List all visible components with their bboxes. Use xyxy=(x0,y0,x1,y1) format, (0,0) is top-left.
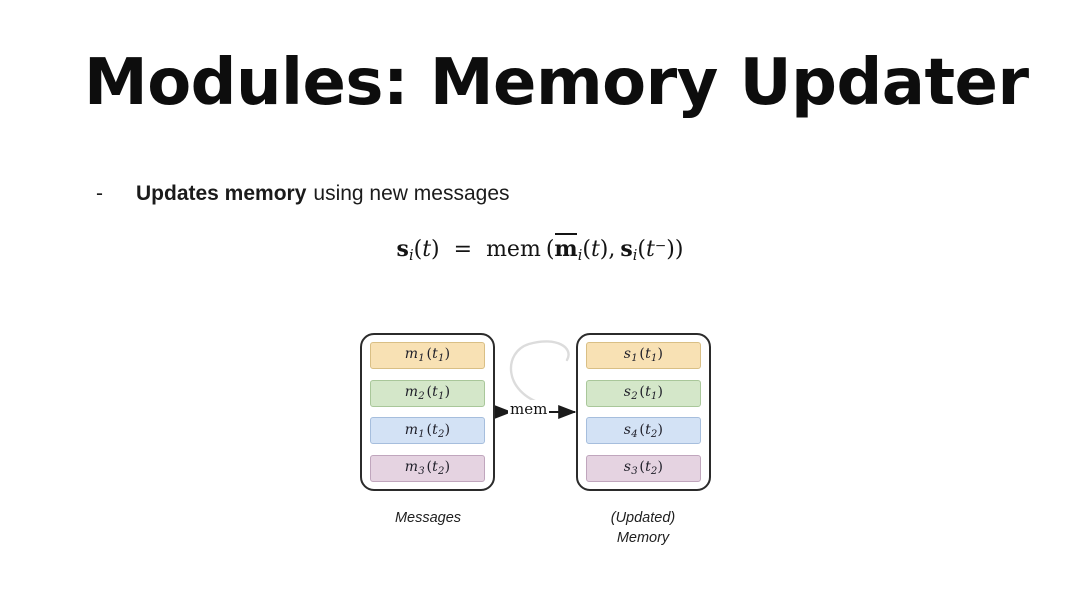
memory-chip-label-0: s1 (t1) xyxy=(623,346,664,365)
memory-chip-label-1: s2 (t1) xyxy=(623,384,664,403)
formula-lhs-arg: t xyxy=(422,237,432,262)
memory-chip-label-2: s4 (t2) xyxy=(623,421,664,440)
message-chip-label-3: m3 (t2) xyxy=(404,459,451,478)
bullet-strong-text: Updates memory xyxy=(136,182,307,205)
memory-chip[interactable]: s2 (t1) xyxy=(586,379,701,407)
formula-arg2-vector: s xyxy=(620,236,633,262)
recurrent-loop-path xyxy=(509,340,570,406)
formula-equation: si(t) = mem(mi(t),si(t−)) xyxy=(396,233,684,265)
memory-chip[interactable]: s4 (t2) xyxy=(586,417,701,445)
formula-arg1-subscript: i xyxy=(577,248,583,265)
bullet-rest-text: using new messages xyxy=(313,182,510,205)
memory-caption-line2: Memory xyxy=(616,529,670,546)
memory-caption-line1: (Updated) xyxy=(610,510,676,526)
formula-arg1-arg: t xyxy=(590,237,600,262)
mem-function-label: mem xyxy=(508,400,550,418)
formula-arg1-vector: m xyxy=(554,233,578,262)
memory-chip-label-3: s3 (t2) xyxy=(623,459,664,478)
message-chip[interactable]: m1 (t1) xyxy=(370,342,485,369)
formula-lhs-vector: s xyxy=(396,236,409,262)
message-chip-label-1: m2 (t1) xyxy=(404,384,451,403)
memory-chip[interactable]: s1 (t1) xyxy=(586,342,701,369)
memory-stack[interactable]: s1 (t1) s2 (t1) s4 (t2) s3 (t2) xyxy=(576,333,711,491)
message-chip[interactable]: m3 (t2) xyxy=(370,454,485,482)
formula-lhs-subscript: i xyxy=(408,248,414,265)
formula-arg2-subscript: i xyxy=(632,248,638,265)
bullet-item: - Updates memory using new messages xyxy=(96,182,510,206)
message-chip-label-0: m1 (t1) xyxy=(404,346,451,365)
memory-chip[interactable]: s3 (t2) xyxy=(586,454,701,482)
message-chip[interactable]: m2 (t1) xyxy=(370,379,485,407)
messages-stack[interactable]: m1 (t1) m2 (t1) m1 (t2) m3 (t2) xyxy=(360,333,495,491)
memory-caption: (Updated) Memory xyxy=(563,509,723,548)
formula-equals: = xyxy=(453,237,473,262)
formula-arg2-superscript: − xyxy=(654,237,667,254)
message-chip[interactable]: m1 (t2) xyxy=(370,417,485,445)
bullet-marker: - xyxy=(96,182,103,205)
formula-function-name: mem xyxy=(486,237,541,262)
page-title: Modules: Memory Updater xyxy=(84,46,1029,120)
message-chip-label-2: m1 (t2) xyxy=(404,421,451,440)
formula-arg2-arg: t xyxy=(646,237,655,262)
messages-caption: Messages xyxy=(394,510,462,526)
